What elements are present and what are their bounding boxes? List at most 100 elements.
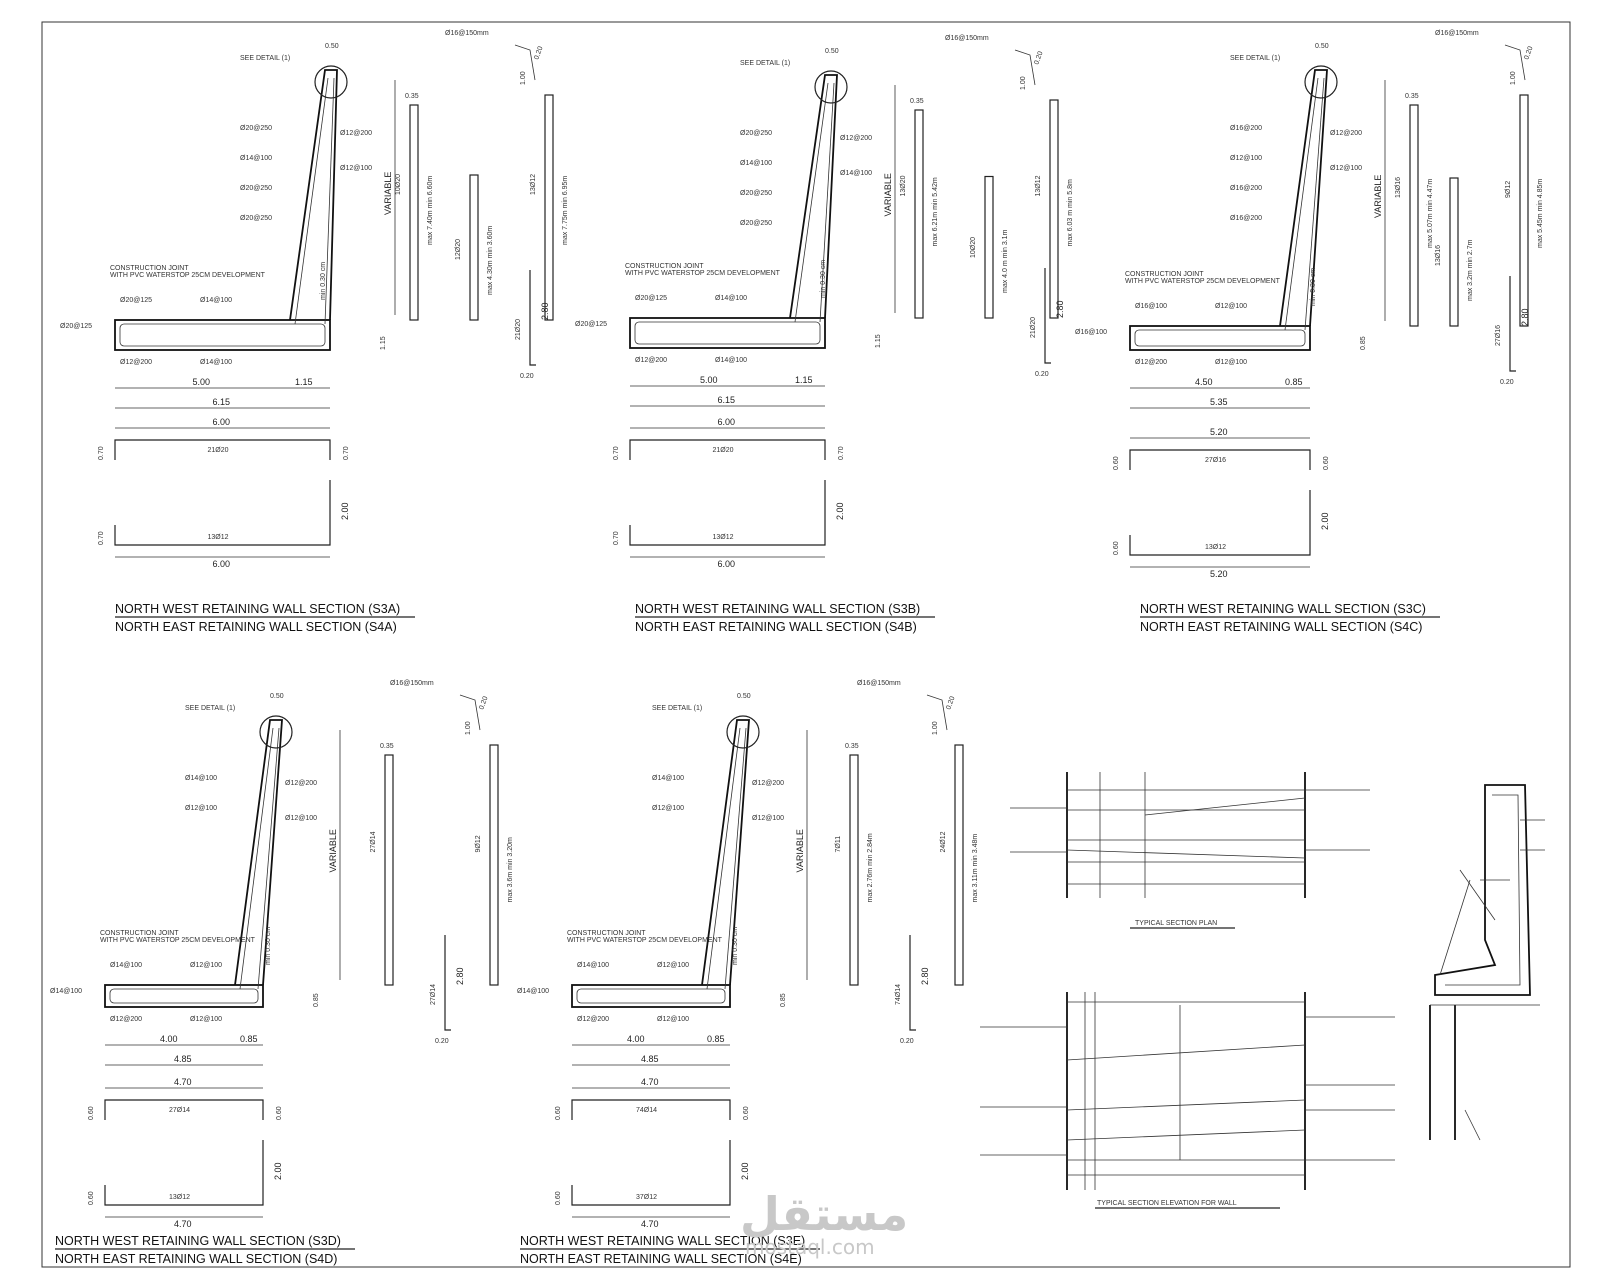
- base-height: 1.15: [875, 334, 882, 348]
- bar4-length: 2.80: [1055, 300, 1065, 318]
- heel-bottom-bar: Ø12@200: [635, 357, 667, 364]
- u2-length: 4.70: [174, 1219, 192, 1229]
- bar3-shape: [954, 744, 964, 986]
- stem-bar-left: Ø20@250: [240, 185, 272, 192]
- heel-bottom-bar: Ø12@100: [1215, 359, 1247, 366]
- cap-bar-label: Ø16@150mm: [390, 680, 434, 687]
- base-slab: [629, 317, 826, 349]
- detail-circle: [259, 715, 293, 749]
- typical-section-elevation: TYPICAL SECTION ELEVATION FOR WALL: [980, 992, 1395, 1209]
- section-title-ne: NORTH EAST RETAINING WALL SECTION (S4A): [115, 620, 397, 634]
- section-s3a: [114, 44, 554, 618]
- bar4-shape: [1044, 268, 1051, 364]
- cap-bar-label: Ø16@150mm: [1435, 30, 1479, 37]
- stem-bar-right: Ø12@100: [752, 815, 784, 822]
- bar2-length: max 4.30m min 3.60m: [487, 226, 494, 295]
- u1-side: 0.60: [743, 1106, 750, 1120]
- bar2-shape: [1449, 177, 1459, 327]
- cap-height: 1.00: [1510, 71, 1517, 85]
- heel-bottom-bar: Ø12@200: [1135, 359, 1167, 366]
- u1-side: 0.60: [1323, 456, 1330, 470]
- section-title-nw: NORTH WEST RETAINING WALL SECTION (S3E): [520, 1234, 805, 1248]
- heel-top-bar: Ø14@100: [200, 297, 232, 304]
- stem-rebar-front: [724, 727, 747, 990]
- bar1-shape: [384, 754, 394, 986]
- bar3-length: max 3.6m min 3.20m: [507, 837, 514, 903]
- variable-label: VARIABLE: [383, 172, 393, 215]
- stem-rebar-front: [1304, 77, 1325, 331]
- heel-top-bar: Ø14@100: [110, 962, 142, 969]
- stem-rebar-front: [819, 82, 835, 323]
- wall-sections: SEE DETAIL (1)0.50VARIABLEØ20@250Ø14@100…: [50, 30, 1544, 1266]
- stem-rebar-rear: [294, 77, 329, 325]
- toe-bar: Ø14@100: [50, 988, 82, 995]
- cover-label: min 0.30 cm: [820, 260, 827, 298]
- bar2-label: 13Ø16: [1435, 245, 1442, 266]
- bar3-label: 24Ø12: [940, 831, 947, 852]
- plan-title: TYPICAL SECTION PLAN: [1135, 920, 1217, 927]
- u2-label: 37Ø12: [636, 1194, 657, 1201]
- section-title-nw: NORTH WEST RETAINING WALL SECTION (S3C): [1140, 602, 1426, 616]
- section-title-ne: NORTH EAST RETAINING WALL SECTION (S4E): [520, 1252, 802, 1266]
- bar4-foot: 0.20: [900, 1038, 914, 1045]
- wall-stem: [234, 719, 283, 986]
- section-s3b: [629, 49, 1059, 618]
- stem-bar-left: Ø20@250: [740, 190, 772, 197]
- toe-length: 1.15: [795, 375, 813, 385]
- bar1-shape: [409, 104, 419, 321]
- bar1-width: 0.35: [405, 93, 419, 100]
- cap-width: 0.20: [1523, 45, 1534, 60]
- bar2-length: max 4.0 m min 3.1m: [1002, 229, 1009, 293]
- toe-length: 1.15: [295, 377, 313, 387]
- heel-top-bar: Ø20@125: [635, 295, 667, 302]
- stem-rebar-front: [324, 77, 335, 325]
- stem-rebar-rear: [706, 727, 741, 990]
- heel-top-bar: Ø20@125: [120, 297, 152, 304]
- u2-shape: [629, 480, 826, 546]
- heel-length: 5.00: [193, 377, 211, 387]
- cap-bar: [1504, 44, 1526, 81]
- heel-bottom-bar: Ø14@100: [200, 359, 232, 366]
- u2-side: 0.60: [555, 1191, 562, 1205]
- see-detail-label: SEE DETAIL (1): [1230, 55, 1280, 62]
- base-height: 0.85: [313, 993, 320, 1007]
- cover-label: min 0.30 cm: [732, 927, 739, 965]
- cap-bar: [459, 694, 481, 731]
- base-slab: [571, 984, 731, 1008]
- stem-bar-left: Ø16@200: [1230, 185, 1262, 192]
- stem-bar-right: Ø12@100: [340, 165, 372, 172]
- see-detail-label: SEE DETAIL (1): [740, 60, 790, 67]
- u1-shape: [104, 1099, 264, 1120]
- bar3-length: max 7.75m min 6.95m: [562, 176, 569, 245]
- stem-bar-left: Ø14@100: [240, 155, 272, 162]
- bar3-label: 13Ø12: [1035, 175, 1042, 196]
- bar2-label: 12Ø20: [455, 239, 462, 260]
- section-title-nw: NORTH WEST RETAINING WALL SECTION (S3D): [55, 1234, 341, 1248]
- heel-top-bar: Ø14@100: [715, 295, 747, 302]
- toe-length: 0.85: [240, 1034, 258, 1044]
- joint-note: WITH PVC WATERSTOP 25CM DEVELOPMENT: [100, 937, 256, 944]
- heel-bottom-bar: Ø12@200: [577, 1016, 609, 1023]
- heel-length: 4.00: [160, 1034, 178, 1044]
- bar3-length: max 3.11m min 3.48m: [972, 834, 979, 903]
- u1-label: 21Ø20: [713, 447, 734, 454]
- u2-shape: [114, 480, 331, 546]
- bar3-label: 9Ø12: [1505, 181, 1512, 198]
- cap-bar: [1014, 49, 1036, 86]
- base-rebar: [634, 321, 821, 345]
- toe-bar: Ø20@125: [575, 321, 607, 328]
- heel-bottom-bar: Ø14@100: [715, 357, 747, 364]
- u2-side: 0.70: [613, 531, 620, 545]
- u1-shape: [629, 439, 826, 460]
- u2-length: 5.20: [1210, 569, 1228, 579]
- bar4-foot: 0.20: [1500, 379, 1514, 386]
- joint-note: WITH PVC WATERSTOP 25CM DEVELOPMENT: [625, 270, 781, 277]
- bar1-length: max 2.76m min 2.84m: [867, 833, 874, 902]
- bar1-shape: [1409, 104, 1419, 327]
- construction-joint-label: CONSTRUCTION JOINT: [110, 265, 189, 272]
- detail-circle: [1304, 65, 1338, 99]
- stem-bar-left: Ø12@100: [652, 805, 684, 812]
- detail-circle: [314, 65, 348, 99]
- bar3-shape: [1049, 99, 1059, 319]
- bar3-length: max 5.45m min 4.85m: [1537, 179, 1544, 248]
